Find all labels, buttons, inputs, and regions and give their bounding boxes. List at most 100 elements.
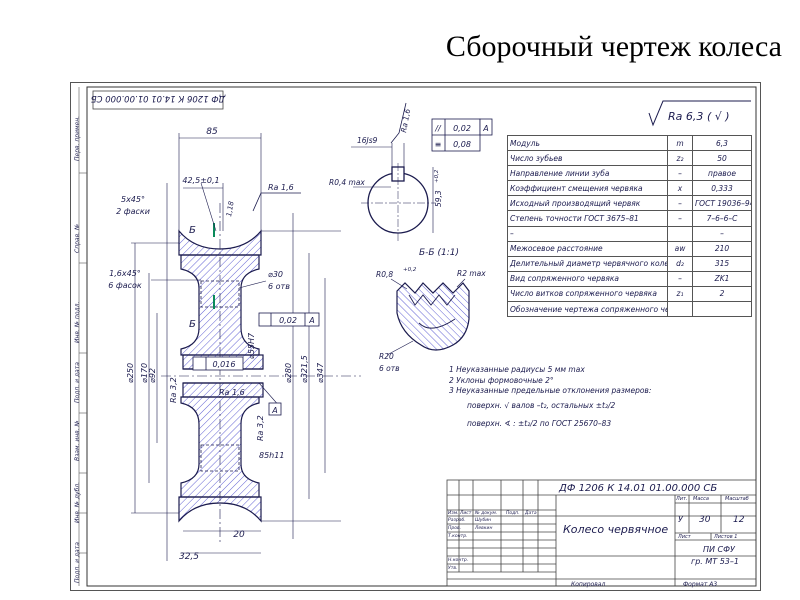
param-val: ZK1 (692, 270, 752, 287)
runout-frame: 0,02 A (258, 312, 320, 327)
wheel-section: Б Б (161, 203, 361, 543)
section-mark: Б (189, 319, 196, 330)
title-block-sheets: Листов 1 (714, 534, 738, 540)
dim-hub: 42,5±0,1 (182, 176, 219, 185)
svg-text:0,02: 0,02 (279, 316, 297, 325)
param-name: – (507, 225, 668, 242)
section-holes: 6 отв (379, 364, 400, 373)
dim-width: 85 (206, 127, 218, 137)
tooth-height: 1,18 (225, 200, 236, 217)
param-val: ГОСТ 19036–94 (692, 195, 752, 212)
param-val (692, 301, 752, 318)
keyway-view (351, 143, 435, 243)
param-sym: x (667, 180, 693, 197)
param-name: Обозначение чертежа сопряженного червяка (507, 301, 668, 318)
dim-20: 20 (233, 530, 245, 540)
hole-dia: ⌀30 (268, 270, 283, 279)
ra-rim: Ra 1,6 (268, 183, 294, 192)
tb-role: Т.контр. (448, 534, 468, 539)
param-row: Степень точности ГОСТ 3675–81–7–6–6–С (507, 210, 752, 227)
bore-dia: ⌀55H7 (247, 332, 256, 359)
title-block-lines (446, 479, 757, 587)
param-name: Коэффициент смещения червяка (507, 180, 668, 197)
tb-header: Лист (460, 511, 472, 516)
title-block-mass-value: 30 (699, 515, 711, 525)
general-roughness-mark: Ra 6,3 ( √ ) (648, 100, 751, 127)
tb-role: Утв. (448, 566, 458, 571)
chamfer-2-b: 2 фаски (116, 207, 150, 216)
section-r08: R0,8 (376, 270, 393, 279)
param-name: Межосевое расстояние (507, 240, 668, 257)
tb-header: Подп. (506, 511, 520, 516)
param-name: Вид сопряженного червяка (507, 270, 668, 287)
title-block-code: ДФ 1206 К 14.01 01.00.000 СБ (559, 483, 718, 494)
dim-170: ⌀170 (140, 363, 149, 383)
mirrored-code: ДФ 1206 К 14.01 01.00.000 СБ (91, 93, 227, 103)
section-r2: R2 max (457, 269, 486, 278)
section-title: Б-Б (1:1) (419, 248, 459, 258)
param-sym: – (667, 270, 693, 287)
param-name: Степень точности ГОСТ 3675–81 (507, 210, 668, 227)
tb-role: Пров. (448, 526, 462, 531)
tb-person: Шубин (475, 518, 492, 523)
tb-header: Изм. (448, 511, 459, 516)
keyway-ra: Ra 1,6 (399, 108, 412, 134)
svg-text:≡: ≡ (435, 140, 442, 149)
tb-role: Н.контр. (448, 558, 469, 563)
dim-325: 32,5 (179, 552, 199, 562)
note: 1 Неуказанные радиусы 5 мм max (449, 365, 585, 374)
param-val: 50 (692, 150, 752, 167)
technical-notes: 1 Неуказанные радиусы 5 мм max 2 Уклоны … (449, 365, 749, 430)
param-sym: – (667, 165, 693, 182)
title-block-scale-value: 12 (733, 515, 745, 525)
keyway-radius: R0,4 max (329, 178, 365, 187)
param-val: 6,3 (692, 134, 752, 152)
param-sym: – (667, 210, 693, 227)
title-block-format: Формат А3 (683, 581, 718, 588)
tb-role: Разраб. (448, 518, 466, 523)
dim-280: ⌀280 (284, 363, 293, 383)
key-dim: 85h11 (259, 451, 284, 460)
keyway-width: 16Js9 (357, 136, 378, 145)
param-name: Исходный производящий червяк (507, 195, 668, 212)
param-row: Направление линии зуба–правое (507, 165, 752, 182)
param-sym: z₂ (667, 150, 693, 167)
param-val: 7–6–6–С (692, 210, 752, 227)
section-r20: R20 (379, 352, 394, 361)
svg-text:0,016: 0,016 (213, 360, 236, 369)
param-row: Исходный производящий червяк–ГОСТ 19036–… (507, 195, 752, 212)
dim-347: ⌀347 (316, 362, 325, 383)
tb-header: Дата (525, 511, 537, 516)
title-block-lit-value: У (678, 515, 683, 524)
hole-count: 6 отв (268, 282, 290, 291)
dim-3215: ⌀321,5 (300, 355, 309, 383)
title-block-mass: Масса (693, 496, 709, 502)
svg-text:0,02: 0,02 (453, 124, 471, 133)
title-block-group: гр. МТ 53–1 (691, 557, 739, 566)
chamfer-6-a: 1,6x45° (109, 269, 141, 278)
param-sym (667, 301, 693, 318)
ra-bore: Ra 1,6 (219, 388, 245, 397)
section-view (386, 278, 470, 356)
dim-250: ⌀250 (126, 363, 135, 383)
title-block-org: ПИ СФУ (703, 545, 735, 554)
svg-text:A: A (482, 124, 488, 133)
drawing-canvas: ДФ 1206 К 14.01 01.00.000 СБ Ra 6,3 ( √ … (78, 86, 757, 587)
svg-text:( √ ): ( √ ) (707, 110, 730, 123)
inner-frame (86, 86, 757, 587)
param-val: 315 (692, 255, 752, 272)
dimensions (131, 133, 341, 561)
section-r08-tol: +0,2 (403, 267, 417, 273)
param-sym: z₁ (667, 285, 693, 303)
param-val: 2 (692, 285, 752, 303)
note: 3 Неуказанные предельные отклонения разм… (449, 386, 652, 395)
keyway-depth-tol: +0,2 (434, 169, 440, 183)
param-val: – (692, 225, 752, 242)
svg-text:A: A (308, 316, 314, 325)
param-name: Модуль (507, 134, 668, 152)
ra-left: Ra 3,2 (169, 377, 178, 403)
